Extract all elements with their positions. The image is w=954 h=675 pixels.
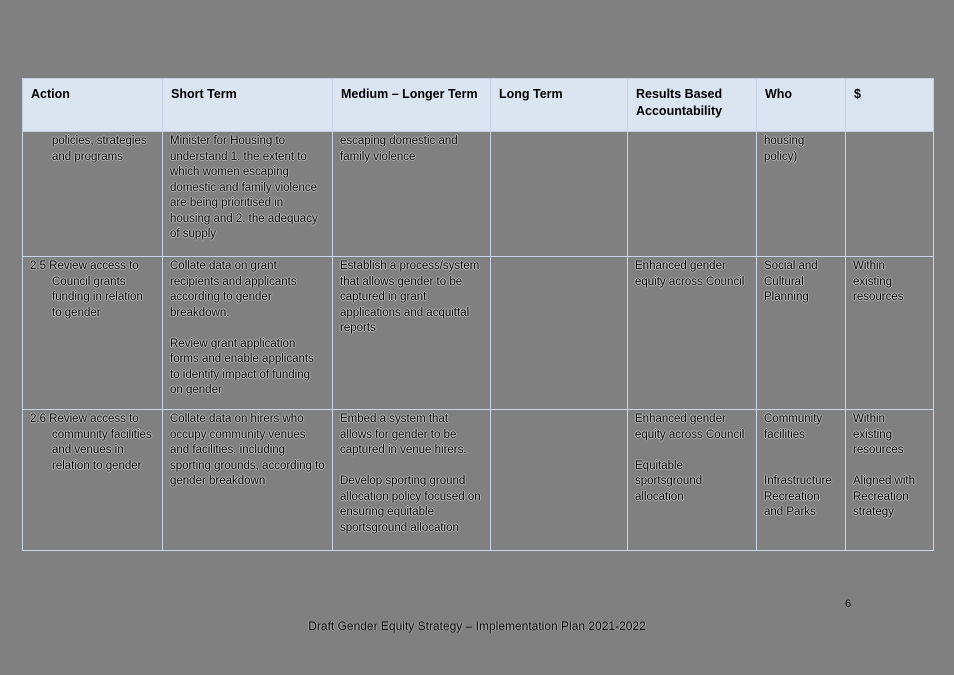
paragraph bbox=[635, 443, 749, 459]
paragraph: Aligned with Recreation strategy bbox=[853, 475, 916, 518]
paragraph: Establish a process/system that allows g… bbox=[340, 260, 480, 334]
paragraph: 2.5 Review access to Council grants fund… bbox=[30, 260, 143, 319]
cell-results-based-accountability: Enhanced gender equity across Council Eq… bbox=[627, 409, 757, 551]
paragraph bbox=[170, 321, 325, 337]
column-header-dollar: $ bbox=[845, 78, 934, 132]
cell-long-term bbox=[490, 409, 628, 551]
implementation-plan-table: Action Short Term Medium – Longer Term L… bbox=[22, 78, 934, 551]
cell-action: 2.5 Review access to Council grants fund… bbox=[22, 256, 163, 410]
column-header-who: Who bbox=[756, 78, 846, 132]
paragraph: escaping domestic and family violence bbox=[340, 135, 458, 163]
table-row-2-5: 2.5 Review access to Council grants fund… bbox=[22, 256, 934, 410]
column-header-long-term: Long Term bbox=[490, 78, 628, 132]
page-number: 6 bbox=[844, 598, 852, 610]
paragraph: Enhanced gender equity across Council bbox=[635, 413, 745, 441]
paragraph: Collate data on hirers who occupy commun… bbox=[170, 413, 325, 487]
column-header-medium-longer-term: Medium – Longer Term bbox=[332, 78, 491, 132]
paragraph bbox=[853, 459, 926, 475]
cell-medium-longer-term: Establish a process/system that allows g… bbox=[332, 256, 491, 410]
paragraph: Equitable sportsground allocation bbox=[635, 459, 703, 503]
cell-long-term bbox=[490, 131, 628, 257]
cell-short-term: Collate data on grant recipients and app… bbox=[162, 256, 333, 410]
footer-title: Draft Gender Equity Strategy – Implement… bbox=[308, 619, 646, 633]
column-header-short-term: Short Term bbox=[162, 78, 333, 132]
cell-results-based-accountability bbox=[627, 131, 757, 257]
paragraph: Infrastructure Recreation and Parks bbox=[764, 475, 832, 518]
cell-medium-longer-term: Embed a system that allows for gender to… bbox=[332, 409, 491, 551]
paragraph bbox=[340, 459, 483, 475]
paragraph: Within existing resources bbox=[853, 260, 904, 303]
paragraph bbox=[764, 443, 838, 459]
cell-dollar: Within existing resources Aligned with R… bbox=[845, 409, 934, 551]
paragraph: Embed a system that allows for gender to… bbox=[340, 413, 467, 456]
paragraph: Community facilities bbox=[764, 413, 823, 441]
paragraph: Develop sporting ground allocation polic… bbox=[340, 475, 481, 534]
paragraph: Review grant application forms and enabl… bbox=[170, 337, 314, 397]
column-header-results-based-accountability: Results Based Accountability bbox=[627, 78, 757, 132]
cell-results-based-accountability: Enhanced gender equity across Council bbox=[627, 256, 757, 410]
cell-who: housing policy) bbox=[756, 131, 846, 257]
column-header-action: Action bbox=[22, 78, 163, 132]
paragraph bbox=[764, 459, 838, 475]
paragraph: Enhanced gender equity across Council bbox=[635, 260, 745, 288]
cell-dollar bbox=[845, 131, 934, 257]
table-header-row: Action Short Term Medium – Longer Term L… bbox=[22, 78, 934, 132]
cell-dollar: Within existing resources bbox=[845, 256, 934, 410]
cell-short-term: Minister for Housing to understand 1. th… bbox=[162, 131, 333, 257]
cell-short-term: Collate data on hirers who occupy commun… bbox=[162, 409, 333, 551]
cell-long-term bbox=[490, 256, 628, 410]
table-row-2-6: 2.6 Review access to community facilitie… bbox=[22, 409, 934, 551]
cell-who: Community facilities Infrastructure Recr… bbox=[756, 409, 846, 551]
cell-action: 2.6 Review access to community facilitie… bbox=[22, 409, 163, 551]
paragraph: 2.6 Review access to community facilitie… bbox=[30, 413, 152, 472]
table-row-continuation: policies, strategies and programs Minist… bbox=[22, 131, 934, 257]
paragraph: Minister for Housing to understand 1. th… bbox=[170, 135, 318, 240]
cell-medium-longer-term: escaping domestic and family violence bbox=[332, 131, 491, 257]
cell-action: policies, strategies and programs bbox=[22, 131, 163, 257]
paragraph: policies, strategies and programs bbox=[52, 135, 147, 163]
paragraph: housing policy) bbox=[764, 135, 805, 163]
paragraph: Collate data on grant recipients and app… bbox=[170, 260, 297, 319]
paragraph: Social and Cultural Planning bbox=[764, 260, 818, 303]
paragraph: Within existing resources bbox=[853, 413, 904, 456]
cell-who: Social and Cultural Planning bbox=[756, 256, 846, 410]
